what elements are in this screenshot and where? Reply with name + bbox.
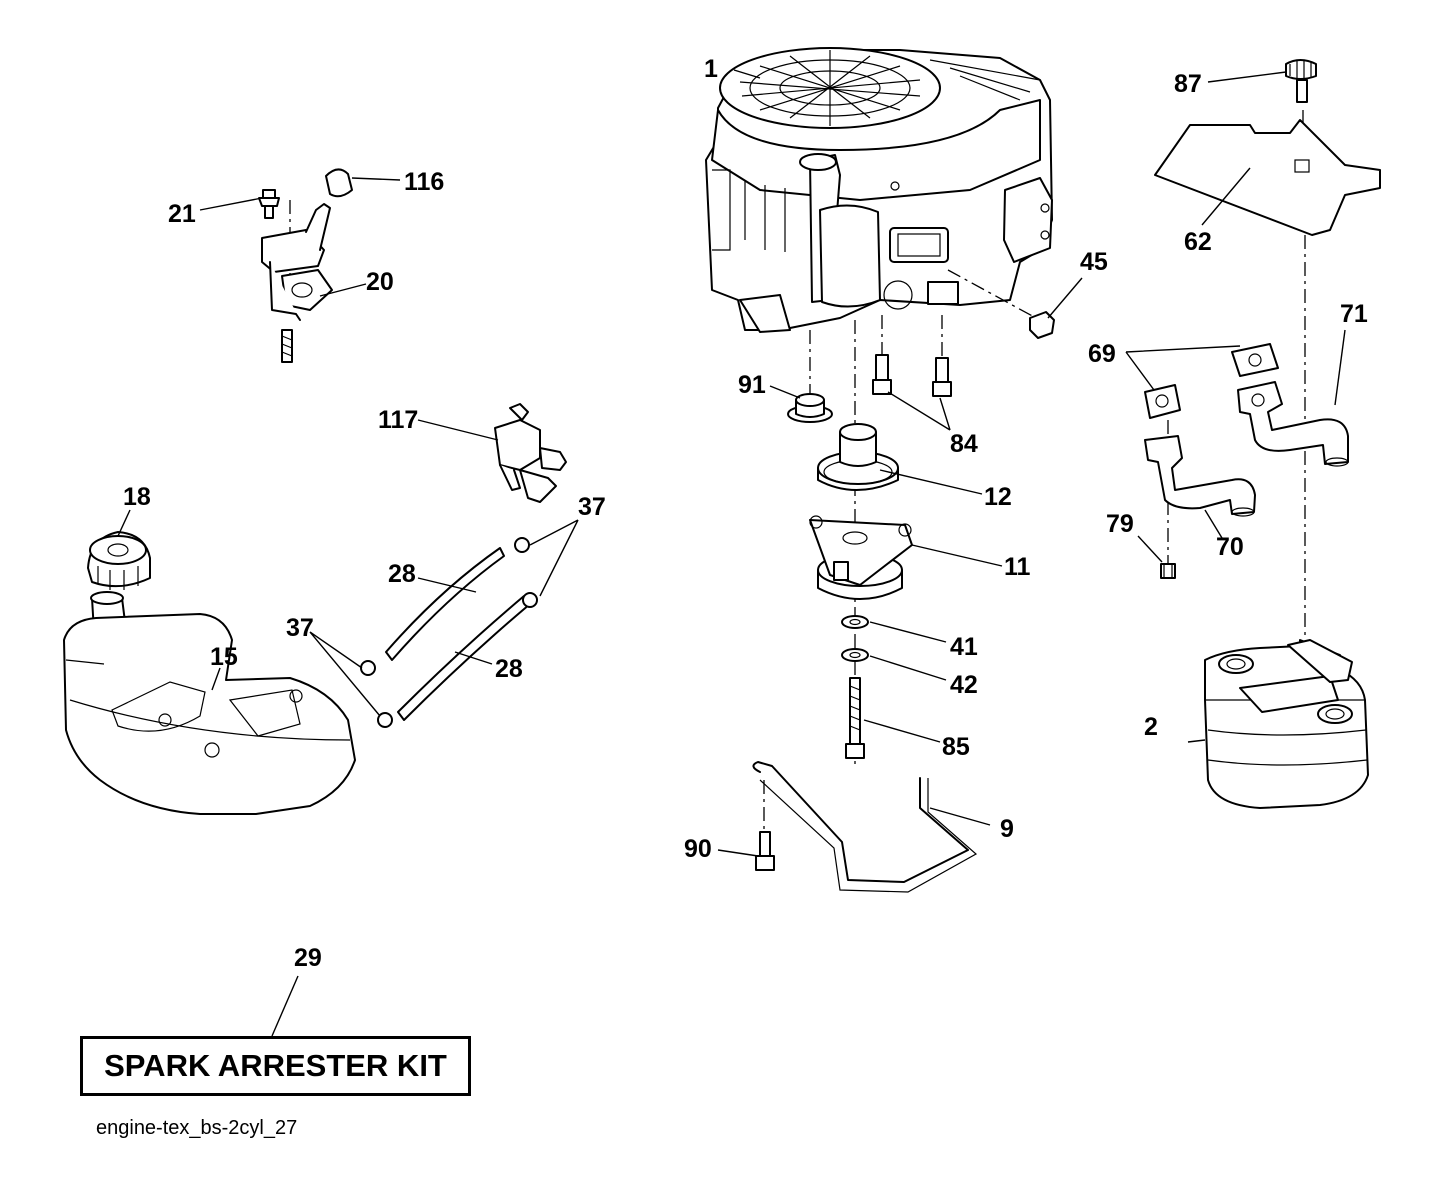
callout-116: 116 <box>404 168 444 196</box>
callout-87: 87 <box>1174 70 1202 98</box>
callout-labels: 1 87 62 45 69 71 79 70 2 91 84 12 11 41 … <box>123 55 1368 972</box>
diagram-code: engine-tex_bs-2cyl_27 <box>96 1117 298 1139</box>
spark-arrester-kit-label: SPARK ARRESTER KIT <box>104 1048 447 1083</box>
bolts-84 <box>872 354 952 397</box>
callout-29: 29 <box>294 944 322 972</box>
callout-41: 41 <box>950 633 978 661</box>
clutch-11 <box>809 515 913 600</box>
callout-85: 85 <box>942 733 970 761</box>
callout-15: 15 <box>210 643 238 671</box>
fuel-tank-15 <box>63 591 356 815</box>
callout-91: 91 <box>738 371 766 399</box>
callout-69: 69 <box>1088 340 1116 368</box>
callout-79: 79 <box>1106 510 1134 538</box>
fuel-lines <box>360 537 538 728</box>
callout-62: 62 <box>1184 228 1212 256</box>
callout-42: 42 <box>950 671 978 699</box>
fuel-cap-18 <box>87 531 151 590</box>
bolt-85 <box>845 677 865 759</box>
knob-87 <box>1285 59 1317 103</box>
callout-20: 20 <box>366 268 394 296</box>
callout-2: 2 <box>1144 713 1158 741</box>
callout-11: 11 <box>1004 553 1031 581</box>
callout-117: 117 <box>378 406 418 434</box>
callout-70: 70 <box>1216 533 1244 561</box>
callout-12: 12 <box>984 483 1012 511</box>
callout-9: 9 <box>1000 815 1014 843</box>
spark-arrester-kit-box: SPARK ARRESTER KIT <box>80 1036 471 1096</box>
bolt-79 <box>1160 563 1176 579</box>
callout-90: 90 <box>684 835 712 863</box>
callout-37-left: 37 <box>286 614 314 642</box>
callout-37-right: 37 <box>578 493 606 521</box>
callout-45: 45 <box>1080 248 1108 276</box>
pulley-12 <box>817 423 899 491</box>
callout-28-upper: 28 <box>388 560 416 588</box>
exhaust-pipe-71 <box>1237 381 1349 467</box>
fuel-valve-117 <box>494 403 567 503</box>
rod-9 <box>752 761 978 893</box>
callout-84: 84 <box>950 430 978 458</box>
bushing-91 <box>787 393 833 423</box>
engine-assembly <box>705 47 1053 333</box>
heat-shield <box>1154 119 1381 236</box>
nut-45 <box>1029 311 1055 339</box>
callout-1: 1 <box>704 55 718 83</box>
callout-21: 21 <box>168 200 196 228</box>
callout-71: 71 <box>1340 300 1368 328</box>
gaskets <box>1144 343 1279 419</box>
callout-18: 18 <box>123 483 151 511</box>
leader-lines <box>117 69 1346 1037</box>
bolt-90 <box>755 831 775 871</box>
callout-28-lower: 28 <box>495 655 523 683</box>
muffler <box>1204 639 1369 809</box>
washers <box>841 615 869 662</box>
throttle-control <box>258 168 353 363</box>
exhaust-pipe-70 <box>1144 435 1256 517</box>
